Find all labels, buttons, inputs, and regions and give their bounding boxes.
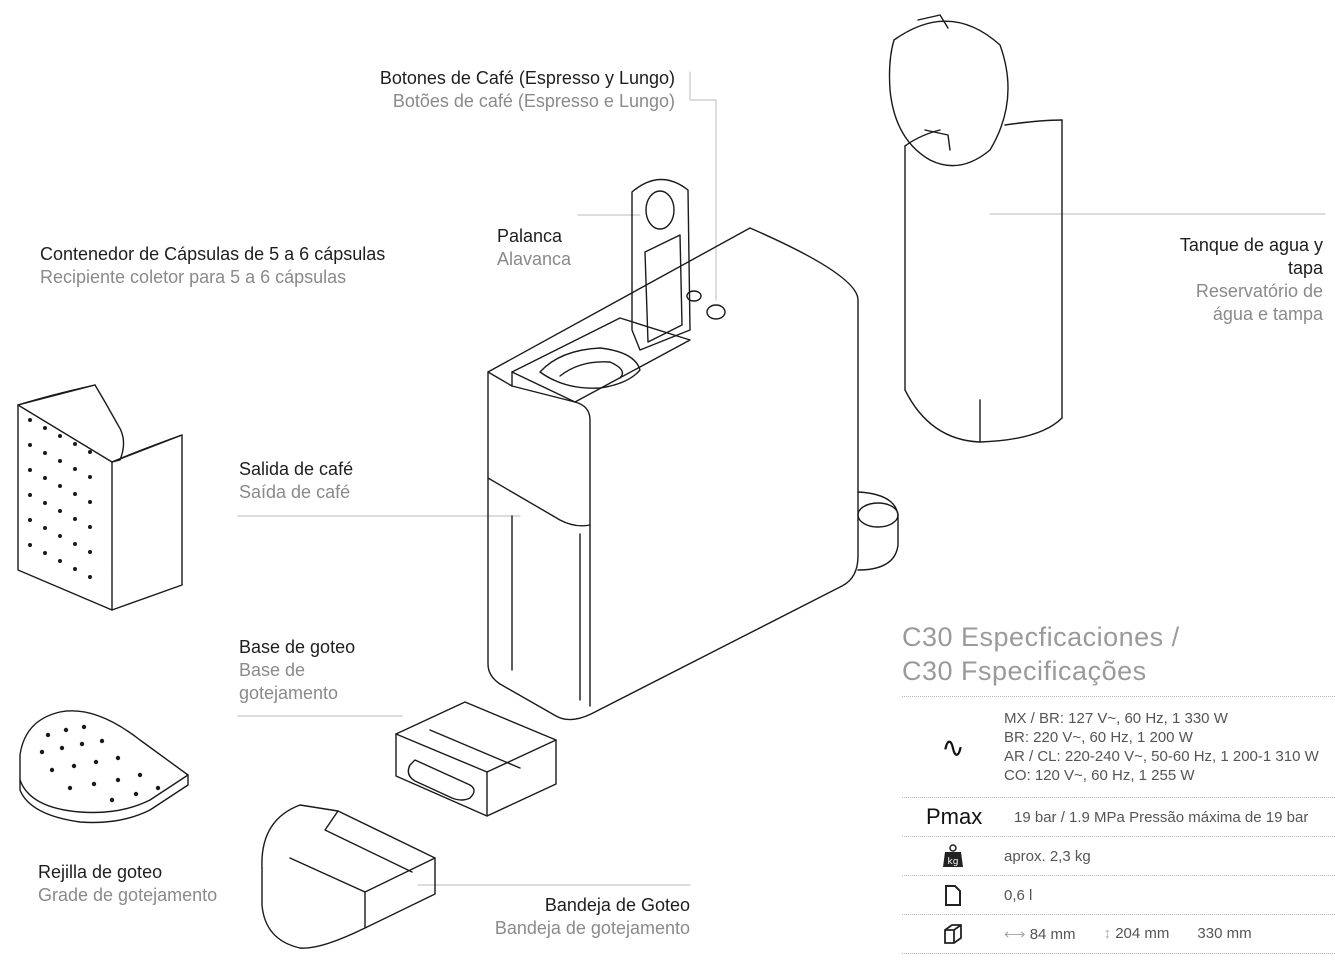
label-drip-tray-es: Bandeja de Goteo [440,894,690,917]
power-icon: ∿ [902,731,1004,764]
specs-title-es: C30 Especficaciones / [902,620,1335,654]
drip-base [396,702,556,816]
height-icon: ↕ [1104,925,1112,942]
label-drip-base-pt-1: Base de [239,659,355,682]
capsule-container [18,385,182,610]
power-line: BR: 220 V~, 60 Hz, 1 200 W [1004,728,1319,747]
specs-title-pt: C30 Fspecificações [902,654,1335,688]
specs-panel: C30 Especficaciones / C30 Fspecificações… [902,620,1335,954]
power-values: MX / BR: 127 V~, 60 Hz, 1 330 W BR: 220 … [1004,709,1319,785]
specs-row-pressure: Pmax 19 bar / 1.9 MPa Pressão máxima de … [902,797,1335,836]
label-coffee-buttons-es: Botones de Café (Espresso y Lungo) [320,67,675,90]
pressure-value: 19 bar / 1.9 MPa Pressão máxima de 19 ba… [1014,809,1308,826]
weight-value: aprox. 2,3 kg [1004,848,1091,865]
label-coffee-outlet-pt: Saída de café [239,481,353,504]
label-drip-base: Base de goteo Base de gotejamento [239,636,355,705]
label-coffee-outlet-es: Salida de café [239,458,353,481]
power-line: CO: 120 V~, 60 Hz, 1 255 W [1004,766,1319,785]
width-value: ⟷ 84 mm [1004,925,1076,943]
pressure-icon: Pmax [902,804,1004,830]
specs-row-weight: kg aprox. 2,3 kg [902,836,1335,875]
label-water-tank-pt-2: água e tampa [1120,303,1323,326]
label-capsule-container-pt: Recipiente coletor para 5 a 6 cápsulas [40,266,385,289]
specs-row-power: ∿ MX / BR: 127 V~, 60 Hz, 1 330 W BR: 22… [902,696,1335,797]
depth-value: 330 mm [1197,925,1251,943]
specs-row-volume: 0,6 l [902,875,1335,914]
label-coffee-buttons: Botones de Café (Espresso y Lungo) Botõe… [320,67,675,113]
label-coffee-buttons-pt: Botões de café (Espresso e Lungo) [320,90,675,113]
label-drip-grid-pt: Grade de gotejamento [38,884,217,907]
label-drip-tray-pt: Bandeja de gotejamento [440,917,690,940]
drip-grid [20,711,188,823]
label-drip-grid: Rejilla de goteo Grade de gotejamento [38,861,217,907]
label-lever: Palanca Alavanca [497,225,571,271]
drip-tray [262,805,435,948]
label-lever-es: Palanca [497,225,571,248]
label-water-tank: Tanque de agua y tapa Reservatório de ág… [1120,234,1323,326]
label-water-tank-es-2: tapa [1120,257,1323,280]
volume-value: 0,6 l [1004,887,1032,904]
capsule-container-holes [28,418,92,579]
leader-buttons [690,72,716,300]
svg-text:kg: kg [948,857,959,867]
label-capsule-container: Contenedor de Cápsulas de 5 a 6 cápsulas… [40,243,385,289]
label-drip-base-es: Base de goteo [239,636,355,659]
volume-icon [902,883,1004,907]
label-drip-base-pt-2: gotejamento [239,682,355,705]
dimensions-values: ⟷ 84 mm ↕ 204 mm 330 mm [1004,925,1252,943]
label-drip-grid-es: Rejilla de goteo [38,861,217,884]
dimensions-icon [902,922,1004,946]
label-lever-pt: Alavanca [497,248,571,271]
power-line: AR / CL: 220-240 V~, 50-60 Hz, 1 200-1 3… [1004,747,1319,766]
specs-row-dimensions: ⟷ 84 mm ↕ 204 mm 330 mm [902,914,1335,954]
label-coffee-outlet: Salida de café Saída de café [239,458,353,504]
water-tank [890,15,1063,442]
power-line: MX / BR: 127 V~, 60 Hz, 1 330 W [1004,709,1319,728]
label-drip-tray: Bandeja de Goteo Bandeja de gotejamento [440,894,690,940]
label-capsule-container-es: Contenedor de Cápsulas de 5 a 6 cápsulas [40,243,385,266]
label-water-tank-es-1: Tanque de agua y [1120,234,1323,257]
weight-icon-shape: kg [942,844,964,868]
label-water-tank-pt-1: Reservatório de [1120,280,1323,303]
width-icon: ⟷ [1004,926,1026,943]
height-value: ↕ 204 mm [1104,925,1170,943]
weight-icon: kg [902,844,1004,868]
